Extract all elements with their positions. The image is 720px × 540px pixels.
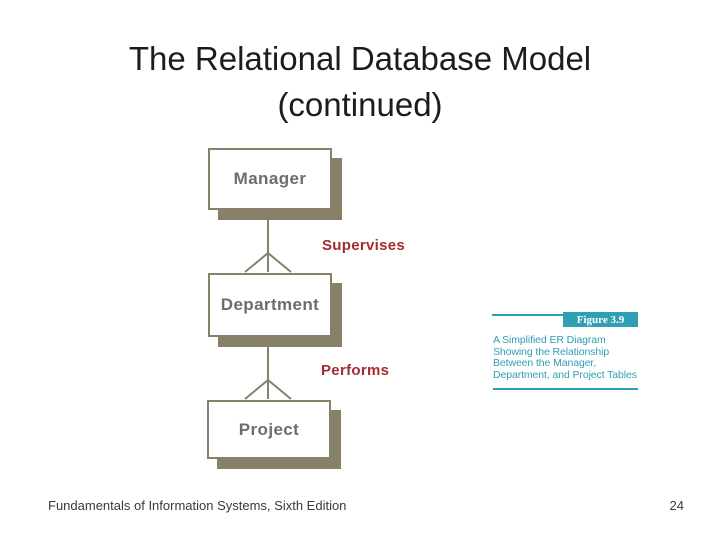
figure-caption-line: Department, and Project Tables: [493, 368, 637, 381]
figure-number-badge: Figure 3.9: [563, 312, 638, 327]
footer-page-number: 24: [669, 498, 684, 513]
figure-caption-line: A Simplified ER Diagram: [493, 334, 606, 346]
entity-box-project: Project: [207, 400, 331, 459]
slide-footer: Fundamentals of Information Systems, Six…: [48, 498, 684, 513]
figure-caption-block: Figure 3.9 A Simplified ER Diagram Showi…: [490, 312, 638, 393]
entity-label-department: Department: [220, 295, 320, 314]
entity-label-project: Project: [238, 419, 300, 439]
entity-box-department: Department: [208, 273, 332, 337]
relationship-label-performs: Performs: [321, 362, 390, 379]
entity-box-manager: Manager: [208, 148, 332, 210]
slide-title-line1: The Relational Database Model: [128, 40, 592, 77]
figure-caption-line: Showing the Relationship: [493, 345, 610, 358]
slide-title-line2: (continued): [277, 86, 443, 123]
figure-caption-text: A Simplified ER Diagram Showing the Rela…: [493, 334, 637, 381]
figure-caption-line: Between the Manager,: [493, 357, 597, 369]
entity-label-manager: Manager: [233, 169, 307, 188]
slide-title: The Relational Database Model (continued…: [0, 36, 720, 128]
relationship-label-supervises: Supervises: [322, 237, 406, 254]
figure-rule-bottom: [493, 388, 638, 390]
footer-book-title: Fundamentals of Information Systems, Six…: [48, 498, 347, 513]
figure-rule-top: [492, 314, 565, 316]
